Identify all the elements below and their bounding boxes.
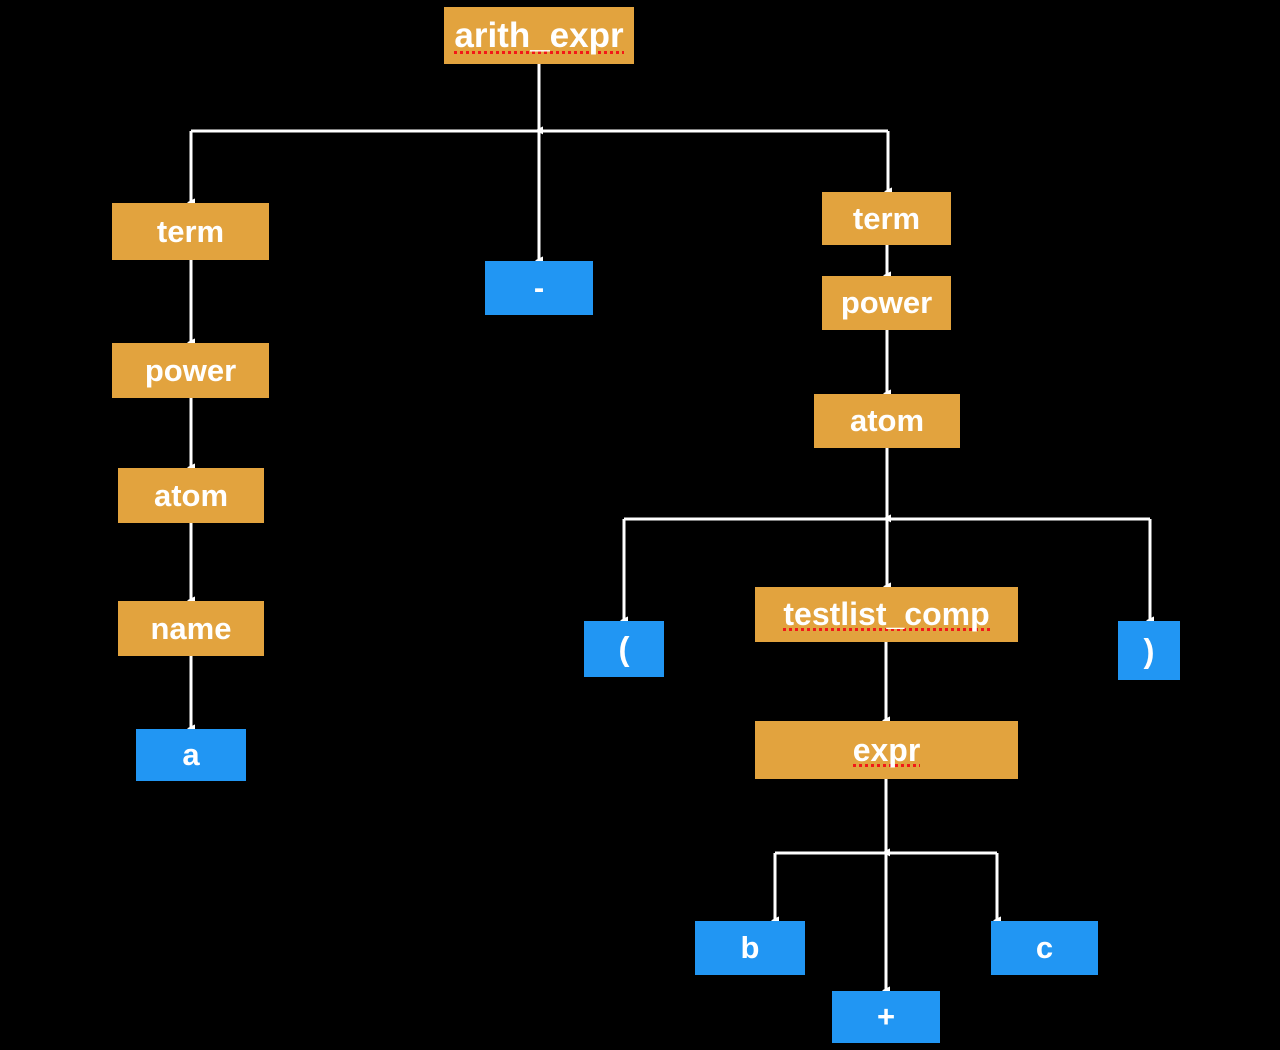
- node-label-c_token: c: [1035, 930, 1054, 965]
- node-c_token[interactable]: c: [991, 921, 1098, 975]
- node-label-atom_right: atom: [849, 403, 925, 438]
- node-label-expr_node: expr: [852, 731, 921, 768]
- node-label-term_left: term: [156, 213, 225, 249]
- node-label-a_token: a: [182, 737, 200, 772]
- node-minus_token[interactable]: -: [485, 261, 593, 315]
- node-testlist_comp[interactable]: testlist_comp: [755, 587, 1018, 642]
- node-name_node[interactable]: name: [118, 601, 264, 656]
- node-atom_right[interactable]: atom: [814, 394, 960, 448]
- node-a_token[interactable]: a: [136, 729, 246, 781]
- node-term_left[interactable]: term: [112, 203, 269, 260]
- node-plus_token[interactable]: +: [832, 991, 940, 1043]
- node-label-atom_left: atom: [153, 477, 229, 513]
- node-lparen_token[interactable]: (: [584, 621, 664, 677]
- node-expr_node[interactable]: expr: [755, 721, 1018, 779]
- node-b_token[interactable]: b: [695, 921, 805, 975]
- node-label-arith_expr: arith_expr: [454, 15, 624, 55]
- node-arith_expr[interactable]: arith_expr: [444, 7, 634, 64]
- node-rparen_token[interactable]: ): [1118, 621, 1180, 680]
- node-label-rparen_token: ): [1143, 631, 1155, 669]
- node-label-power_left: power: [144, 352, 237, 388]
- node-label-term_right: term: [852, 200, 921, 236]
- node-atom_left[interactable]: atom: [118, 468, 264, 523]
- node-label-b_token: b: [740, 930, 760, 965]
- node-label-power_right: power: [840, 285, 933, 320]
- node-label-plus_token: +: [876, 999, 896, 1034]
- node-power_right[interactable]: power: [822, 276, 951, 330]
- node-label-minus_token: -: [533, 270, 545, 305]
- node-label-testlist_comp: testlist_comp: [783, 596, 990, 632]
- node-power_left[interactable]: power: [112, 343, 269, 398]
- node-label-lparen_token: (: [618, 630, 630, 667]
- node-term_right[interactable]: term: [822, 192, 951, 245]
- node-label-name_node: name: [150, 610, 232, 646]
